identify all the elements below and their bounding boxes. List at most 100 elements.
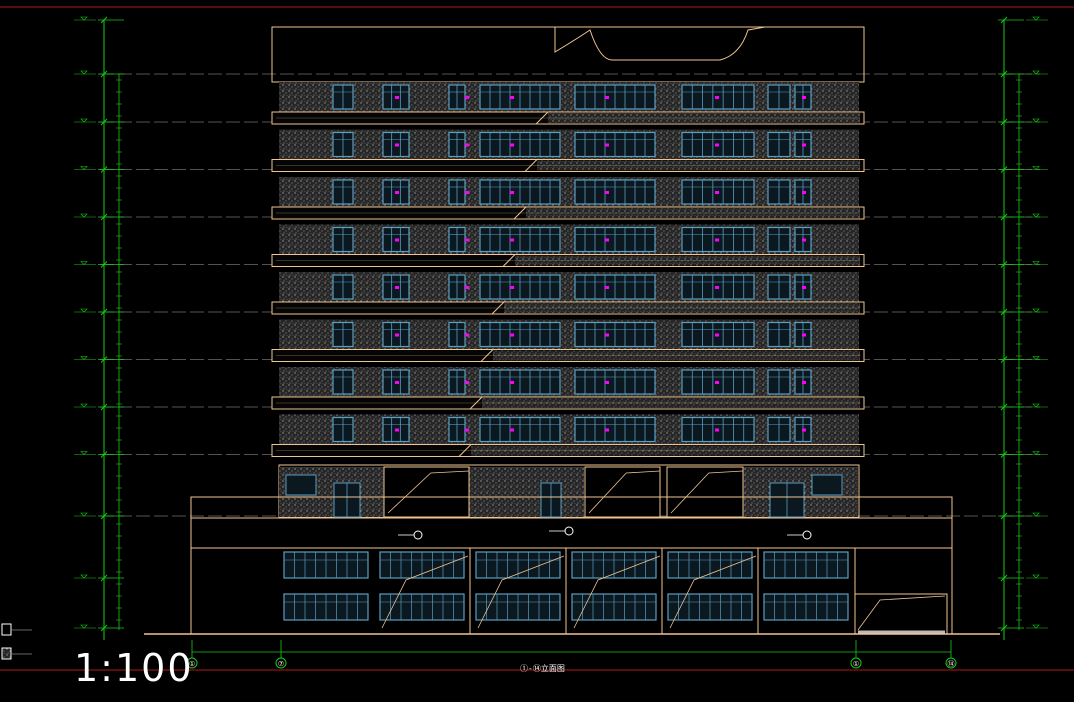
axis-label: ①: [189, 660, 195, 668]
elevation-mark: [1032, 451, 1040, 455]
dimension-tick: [100, 308, 108, 316]
storey: [271, 177, 865, 220]
axis-label: ⑦: [278, 660, 284, 668]
window-tag: [395, 143, 399, 147]
dimension-tick: [100, 356, 108, 363]
window-tag: [465, 96, 469, 99]
window-tag: [510, 381, 514, 384]
window-tag: [465, 428, 469, 432]
elevation-mark: [1032, 166, 1040, 170]
opening-arc: [588, 470, 661, 514]
elevation-mark: [1032, 16, 1040, 21]
window-tag: [510, 428, 514, 432]
window-tag: [715, 238, 719, 242]
window-tag: [465, 238, 469, 242]
dimension-tick: [1000, 624, 1008, 632]
elevation-mark: [1032, 308, 1040, 313]
window-tag: [605, 333, 609, 337]
window: [382, 226, 410, 253]
stucco-wall: [469, 467, 584, 517]
garage-arc: [857, 595, 946, 631]
elevation-mark: [1032, 70, 1040, 75]
entrance-arc: [477, 555, 565, 629]
entrance-arc: [381, 555, 469, 629]
elevation-mark: [1032, 574, 1040, 579]
window-tag: [605, 381, 609, 384]
podium: [190, 496, 953, 635]
dimension-tick: [100, 574, 108, 582]
dimension-tick: [1000, 213, 1008, 221]
window-tag: [802, 428, 806, 432]
window-tag: [465, 191, 469, 194]
entrance-arc: [669, 555, 757, 629]
stucco-wall: [279, 272, 859, 302]
dimension-tick: [1000, 451, 1008, 458]
dimension-columns: [74, 16, 1048, 640]
louvre: [811, 474, 843, 496]
dimension-tick: [100, 213, 108, 221]
dimension-tick: [100, 403, 108, 411]
window: [681, 179, 755, 205]
window-tag: [605, 286, 609, 289]
storey: [271, 224, 865, 267]
dimension-tick: [1000, 118, 1008, 126]
elevation-mark: [80, 261, 88, 265]
dimension-tick: [100, 166, 108, 173]
dimension-tick: [1000, 16, 1008, 24]
shopfront-opening: [666, 466, 744, 518]
axis-label: ⑭: [948, 660, 955, 668]
elevation-mark: [80, 574, 88, 579]
drawing-title: ①-⑭立面图: [520, 664, 565, 673]
window-tag: [802, 143, 806, 147]
window-tag: [395, 191, 399, 194]
window-tag: [395, 96, 399, 99]
window: [382, 84, 410, 110]
dimension-tick: [1000, 308, 1008, 316]
dimension-tick: [1000, 356, 1008, 363]
elevation-mark: [1032, 512, 1040, 517]
elevation-mark: [80, 356, 88, 360]
window-tag: [715, 286, 719, 289]
window-tag: [465, 333, 469, 337]
axis-bubble: [275, 657, 287, 669]
elevation-mark: [1032, 213, 1040, 218]
dimension-tick: [1000, 70, 1008, 78]
grid-axes: ① ⑦ ① ⑭: [186, 640, 957, 669]
window-tag: [605, 96, 609, 99]
elevation-mark: [1032, 624, 1040, 629]
elevation-mark: [80, 403, 88, 408]
stucco-wall: [279, 129, 859, 160]
elevation-mark: [80, 451, 88, 455]
elevation-mark: [80, 70, 88, 75]
roof-feature: [554, 26, 766, 61]
opening-arc: [387, 470, 470, 514]
window-tag: [465, 143, 469, 147]
dimension-tick: [100, 118, 108, 126]
window-tag: [802, 381, 806, 384]
drawing-scale: 1:100: [74, 646, 194, 690]
axis-label: ①: [853, 660, 859, 668]
elevation-mark: [80, 118, 88, 123]
stucco-wall: [279, 367, 859, 397]
storey: [271, 414, 865, 457]
callout-circle: [802, 530, 812, 540]
storey: [271, 129, 865, 172]
window-tag: [715, 333, 719, 337]
opening-arc: [670, 470, 744, 514]
elevation-mark: [1032, 356, 1040, 360]
window-tag: [465, 286, 469, 289]
window-tag: [605, 428, 609, 432]
window-tag: [510, 333, 514, 337]
elevation-mark: [80, 166, 88, 170]
building-elevation: [144, 26, 1000, 635]
window-tag: [605, 143, 609, 147]
dimension-tick: [1000, 403, 1008, 411]
dimension-tick: [100, 261, 108, 268]
dimension-tick: [100, 16, 108, 24]
dimension-tick: [100, 624, 108, 632]
stucco-wall: [279, 82, 859, 112]
entrance-arc: [573, 555, 661, 629]
legend-swatch-stucco: [1, 647, 12, 660]
stucco-wall: [279, 177, 859, 207]
